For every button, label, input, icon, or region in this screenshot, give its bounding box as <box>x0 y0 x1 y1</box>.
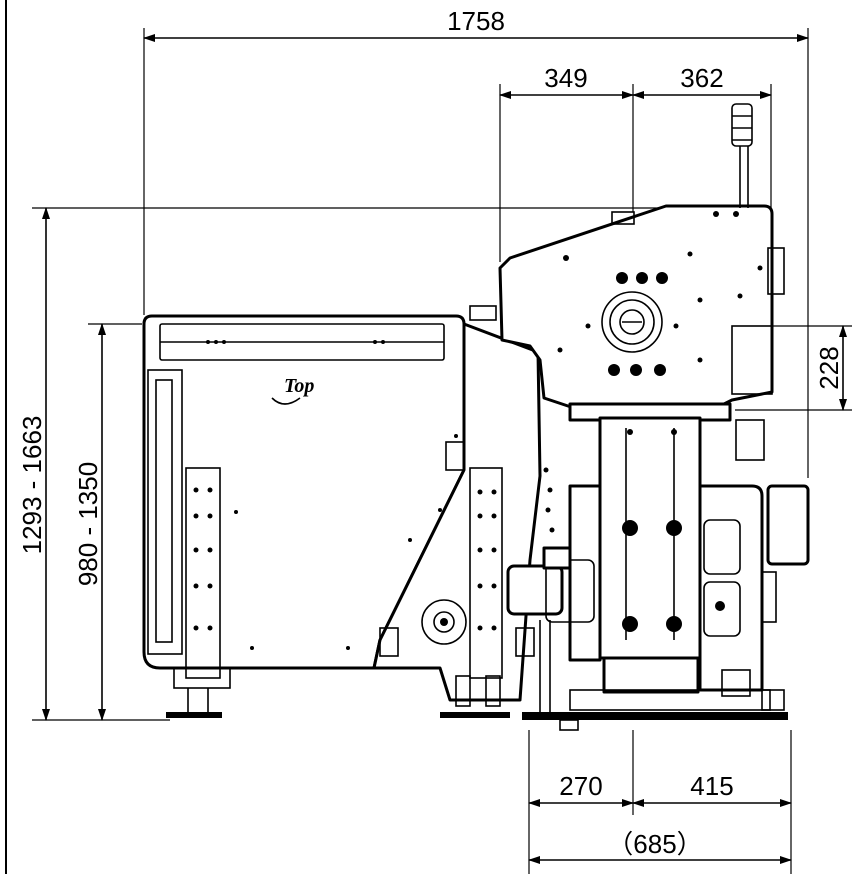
dimension-overall-width: 1758 <box>143 6 809 478</box>
right-base-unit <box>506 402 810 731</box>
dimension-base: 270 415 （685） <box>528 730 792 874</box>
dimension-upper-split: 349 362 <box>499 63 772 262</box>
dim-label-side-height: 228 <box>814 346 844 389</box>
gear-wheel <box>421 599 467 645</box>
left-table: Top <box>142 314 466 718</box>
dim-label-table-height: 980 - 1350 <box>73 462 103 586</box>
dimension-table-height: 980 - 1350 <box>73 323 142 721</box>
dim-label-overall-width: 1758 <box>447 6 505 36</box>
dim-label-base-right: 415 <box>690 771 733 801</box>
table-top-dots <box>206 340 385 344</box>
left-column-holes <box>193 487 213 631</box>
dim-label-base-total: （685） <box>607 829 702 859</box>
center-column-holes <box>477 489 497 631</box>
center-frame <box>372 305 555 718</box>
dimension-total-height: 1293 - 1663 <box>17 207 690 721</box>
top-logo: Top <box>284 375 314 397</box>
head-holes <box>557 211 763 376</box>
main-spindle <box>601 291 663 353</box>
dim-label-upper-left: 349 <box>544 63 587 93</box>
dim-label-upper-right: 362 <box>680 63 723 93</box>
dim-label-total-height: 1293 - 1663 <box>17 416 47 555</box>
dim-label-base-left: 270 <box>559 771 602 801</box>
signal-tower <box>731 103 753 208</box>
head-unit <box>498 103 785 412</box>
